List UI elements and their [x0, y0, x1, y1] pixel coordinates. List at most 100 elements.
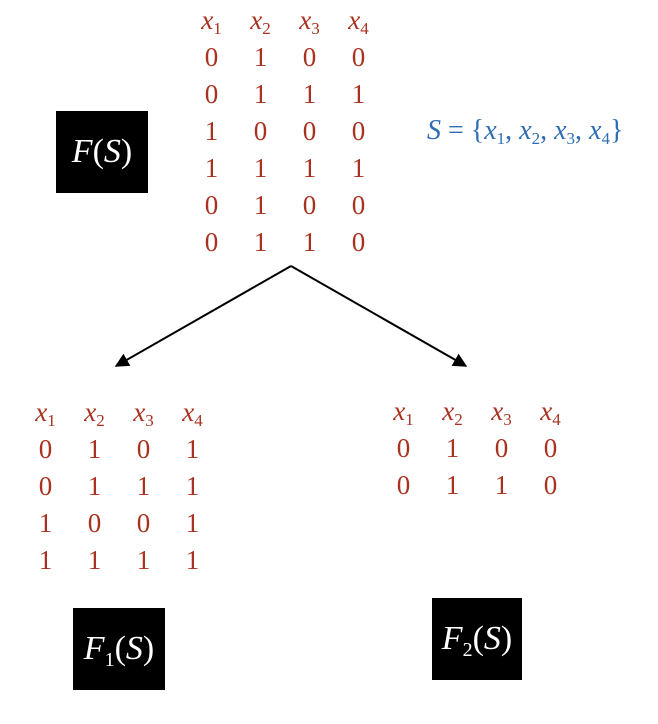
table-row: 0 1 1 1: [21, 468, 217, 505]
right-child-label-box: F2(S): [432, 598, 522, 680]
table-cell: 0: [204, 42, 219, 72]
table-cell: 0: [351, 116, 366, 146]
table-row: 0 1 1 1: [187, 76, 383, 113]
table-cell: 1: [204, 116, 219, 146]
column-header: x4: [182, 397, 203, 430]
table-cell: 0: [302, 116, 317, 146]
table-row: 0 1 0 0: [379, 430, 575, 467]
table-cell: 1: [87, 434, 102, 464]
root-label-box: F(S): [56, 111, 148, 193]
table-cell: 0: [494, 433, 509, 463]
column-header: x3: [491, 396, 512, 429]
set-var: x2: [519, 115, 541, 148]
set-lhs: S: [427, 115, 441, 146]
table-cell: 0: [302, 42, 317, 72]
table-cell: 0: [543, 433, 558, 463]
table-cell: 0: [351, 227, 366, 257]
table-cell: 1: [445, 433, 460, 463]
table-cell: 0: [38, 434, 53, 464]
table-row: 1 0 0 0: [187, 113, 383, 150]
column-header: x4: [348, 5, 369, 38]
set-var: x4: [589, 115, 610, 148]
table-cell: 1: [38, 545, 53, 575]
table-header-row: x1 x2 x3 x4: [21, 394, 217, 431]
left-label-fn: F: [83, 630, 105, 667]
table-row: 1 0 0 1: [21, 505, 217, 542]
table-cell: 1: [136, 471, 151, 501]
set-var: x1: [484, 115, 506, 148]
set-vars: x1, x2, x3, x4: [484, 115, 610, 148]
table-cell: 1: [351, 153, 366, 183]
table-cell: 0: [253, 116, 268, 146]
left-child-label-box: F1(S): [73, 608, 165, 690]
column-header: x2: [250, 5, 271, 38]
column-header: x3: [299, 5, 320, 38]
table-cell: 0: [136, 434, 151, 464]
root-label-fn: F: [71, 133, 93, 170]
table-row: 1 1 1 1: [21, 542, 217, 579]
table-cell: 0: [302, 190, 317, 220]
table-cell: 1: [253, 227, 268, 257]
column-header: x2: [84, 397, 105, 430]
table-cell: 1: [302, 153, 317, 183]
column-header: x1: [393, 396, 414, 429]
root-table: x1 x2 x3 x4 0 1 0 0 0 1 1 1 1 0 0 0 1 1 1 1 0 1 0 0 0 1 1 0: [187, 2, 383, 261]
table-cell: 1: [136, 545, 151, 575]
table-cell: 0: [351, 190, 366, 220]
left-child-table: x1 x2 x3 x4 0 1 0 1 0 1 1 1 1 0 0 1 1 1 1 1: [21, 394, 217, 579]
table-cell: 0: [351, 42, 366, 72]
table-cell: 1: [185, 471, 200, 501]
table-row: 0 1 0 1: [21, 431, 217, 468]
table-row: 0 1 0 0: [187, 39, 383, 76]
arrow-to-right-child: [290, 265, 468, 367]
table-cell: 0: [396, 433, 411, 463]
table-header-row: x1 x2 x3 x4: [379, 393, 575, 430]
right-label-fn: F: [441, 620, 463, 657]
table-cell: 0: [38, 471, 53, 501]
column-header: x2: [442, 396, 463, 429]
left-label-arg: S: [125, 630, 143, 667]
table-row: 0 1 1 0: [187, 224, 383, 261]
table-cell: 1: [445, 470, 460, 500]
column-header: x4: [540, 396, 561, 429]
table-cell: 1: [185, 508, 200, 538]
set-var: x3: [554, 115, 576, 148]
table-row: 0 1 1 0: [379, 467, 575, 504]
table-cell: 0: [136, 508, 151, 538]
table-cell: 1: [38, 508, 53, 538]
table-cell: 0: [204, 190, 219, 220]
right-label-arg: S: [483, 620, 501, 657]
table-cell: 1: [302, 227, 317, 257]
table-cell: 1: [351, 79, 366, 109]
left-label-sub: 1: [104, 649, 115, 671]
table-cell: 0: [204, 79, 219, 109]
set-eq: = {: [441, 115, 485, 146]
table-row: 1 1 1 1: [187, 150, 383, 187]
table-cell: 0: [204, 227, 219, 257]
table-cell: 1: [185, 545, 200, 575]
table-cell: 0: [396, 470, 411, 500]
table-cell: 1: [87, 471, 102, 501]
table-cell: 1: [204, 153, 219, 183]
table-row: 0 1 0 0: [187, 187, 383, 224]
column-header: x1: [201, 5, 222, 38]
set-close: }: [609, 115, 624, 146]
table-cell: 1: [302, 79, 317, 109]
table-cell: 1: [494, 470, 509, 500]
root-label-arg: S: [103, 133, 121, 170]
arrow-to-left-child: [114, 265, 292, 367]
table-cell: 1: [253, 190, 268, 220]
table-cell: 1: [87, 545, 102, 575]
column-header: x3: [133, 397, 154, 430]
table-cell: 0: [543, 470, 558, 500]
table-cell: 1: [253, 79, 268, 109]
right-child-table: x1 x2 x3 x4 0 1 0 0 0 1 1 0: [379, 393, 575, 504]
table-cell: 1: [253, 42, 268, 72]
table-cell: 0: [87, 508, 102, 538]
column-header: x1: [35, 397, 56, 430]
table-cell: 1: [253, 153, 268, 183]
table-cell: 1: [185, 434, 200, 464]
table-header-row: x1 x2 x3 x4: [187, 2, 383, 39]
set-definition: S = {x1, x2, x3, x4}: [427, 115, 623, 147]
